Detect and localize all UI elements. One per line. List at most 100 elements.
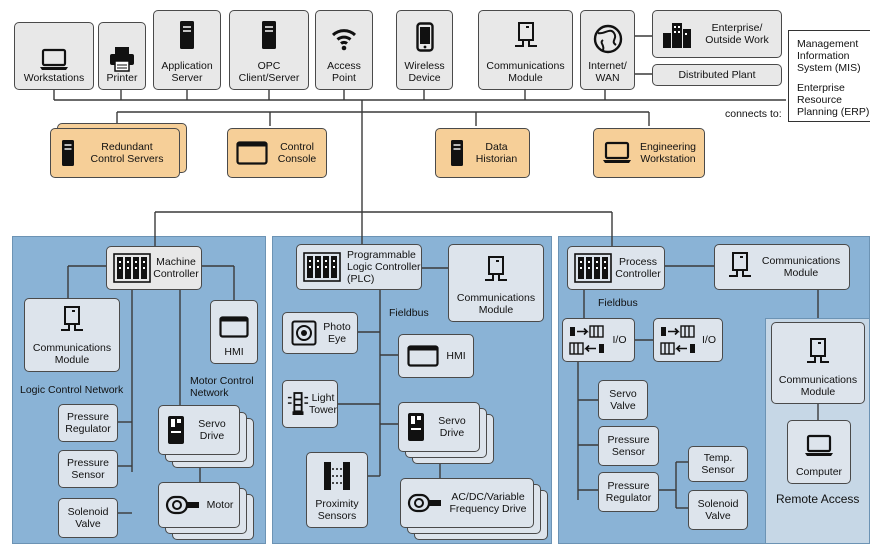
mobile-device-icon [415, 22, 434, 52]
servo-drive-icon [168, 416, 184, 444]
module-icon [514, 22, 537, 47]
access-point-label: Access Point [327, 60, 361, 84]
opc-server-label: OPC Client/Server [238, 60, 300, 84]
remote-communications-module-node: Communications Module [771, 322, 865, 404]
plc-label: Programmable Logic Controller (PLC) [347, 249, 421, 285]
left-pressure-regulator-label: Pressure Regulator [65, 411, 111, 435]
module-icon [729, 252, 751, 277]
process-controller-label: Process Controller [615, 256, 661, 280]
right-pressure-sensor-node: Pressure Sensor [598, 426, 659, 466]
photo-eye-icon [291, 320, 317, 346]
printer-icon [110, 47, 134, 72]
left-motor-label: Motor [206, 499, 234, 511]
control-console-label: Control Console [277, 141, 317, 165]
server-icon [451, 140, 463, 166]
control-console-node: Control Console [227, 128, 327, 178]
internet-wan-node: Internet/ WAN [580, 10, 635, 90]
internet-wan-label: Internet/ WAN [588, 60, 627, 84]
process-controller-node: Process Controller [567, 246, 665, 290]
vfd-node: AC/DC/Variable Frequency Drive [400, 478, 534, 528]
motor-icon [407, 493, 441, 513]
right-pressure-regulator-label: Pressure Regulator [605, 480, 652, 504]
left-servo-drive-label: Servo Drive [198, 418, 226, 442]
center-servo-drive-node: Servo Drive [398, 402, 480, 452]
globe-icon [593, 24, 622, 54]
photo-eye-label: Photo Eye [323, 321, 351, 345]
laptop-icon [40, 48, 68, 70]
motor-control-network-label: Motor Control Network [190, 375, 254, 399]
left-communications-module-node: Communications Module [24, 298, 120, 372]
redundant-control-servers-label: Redundant Control Servers [90, 141, 164, 165]
io-module-2-node: I/O [653, 318, 723, 362]
right-communications-module-node: Communications Module [714, 244, 850, 290]
right-solenoid-valve-label: Solenoid Valve [697, 498, 739, 522]
right-communications-module-label: Communications Module [761, 255, 841, 279]
enterprise-label: Enterprise/ Outside Work [705, 22, 769, 46]
io-module-1-node: I/O [562, 318, 635, 362]
logic-control-network-label: Logic Control Network [20, 384, 124, 396]
vfd-label: AC/DC/Variable Frequency Drive [449, 491, 527, 515]
module-icon [807, 338, 829, 363]
center-fieldbus-label: Fieldbus [389, 307, 429, 319]
proximity-sensors-label: Proximity Sensors [315, 498, 359, 522]
right-solenoid-valve-node: Solenoid Valve [688, 490, 748, 530]
servo-drive-icon [408, 413, 424, 441]
monitor-icon [407, 345, 439, 367]
servo-valve-node: Servo Valve [598, 380, 648, 420]
distributed-plant-label: Distributed Plant [678, 69, 756, 81]
data-historian-label: Data Historian [475, 141, 518, 165]
building-icon [663, 23, 691, 48]
controller-rack-icon [574, 253, 612, 283]
server-icon [62, 140, 74, 166]
data-historian-node: Data Historian [435, 128, 530, 178]
center-communications-module-label: Communications Module [456, 292, 536, 316]
left-servo-drive-node: Servo Drive [158, 405, 240, 455]
proximity-sensor-icon [324, 462, 350, 490]
engineering-workstation-node: Engineering Workstation [593, 128, 705, 178]
monitor-icon [219, 316, 249, 338]
module-icon [61, 306, 83, 331]
machine-controller-label: Machine Controller [153, 256, 199, 280]
controller-rack-icon [113, 253, 151, 283]
light-tower-icon [287, 392, 309, 415]
controller-rack-icon [303, 252, 341, 282]
left-pressure-sensor-node: Pressure Sensor [58, 450, 118, 488]
wifi-icon [331, 29, 357, 51]
right-fieldbus-label: Fieldbus [598, 297, 638, 309]
temp-sensor-label: Temp. Sensor [701, 452, 735, 476]
center-hmi-label: HMI [446, 350, 466, 362]
laptop-icon [603, 141, 631, 163]
left-pressure-regulator-node: Pressure Regulator [58, 404, 118, 442]
distributed-plant-node: Distributed Plant [652, 64, 782, 86]
server-icon [262, 21, 276, 49]
machine-controller-node: Machine Controller [106, 246, 202, 290]
engineering-workstation-label: Engineering Workstation [639, 141, 697, 165]
communications-module-label: Communications Module [486, 60, 565, 84]
io-module-1-label: I/O [612, 334, 627, 346]
temp-sensor-node: Temp. Sensor [688, 446, 748, 482]
wireless-device-label: Wireless Device [404, 60, 445, 84]
left-solenoid-valve-node: Solenoid Valve [58, 498, 118, 538]
remote-communications-module-label: Communications Module [778, 374, 858, 398]
printer-label: Printer [106, 72, 138, 84]
center-servo-drive-label: Servo Drive [438, 415, 466, 439]
monitor-icon [236, 141, 268, 165]
wireless-device-node: Wireless Device [396, 10, 453, 90]
connects-to-label: connects to: [725, 108, 782, 120]
left-communications-module-label: Communications Module [32, 342, 112, 366]
computer-label: Computer [795, 466, 843, 478]
center-communications-module-node: Communications Module [448, 244, 544, 322]
proximity-sensors-node: Proximity Sensors [306, 452, 368, 528]
workstations-label: Workstations [23, 72, 85, 84]
servo-valve-label: Servo Valve [609, 388, 637, 412]
plc-node: Programmable Logic Controller (PLC) [296, 244, 422, 290]
center-hmi-node: HMI [398, 334, 474, 378]
printer-node: Printer [98, 22, 146, 90]
left-pressure-sensor-label: Pressure Sensor [66, 457, 109, 481]
motor-icon [165, 495, 199, 515]
workstations-node: Workstations [14, 22, 94, 90]
io-icon [569, 325, 604, 355]
remote-access-label: Remote Access [776, 492, 860, 506]
module-icon [485, 256, 507, 281]
